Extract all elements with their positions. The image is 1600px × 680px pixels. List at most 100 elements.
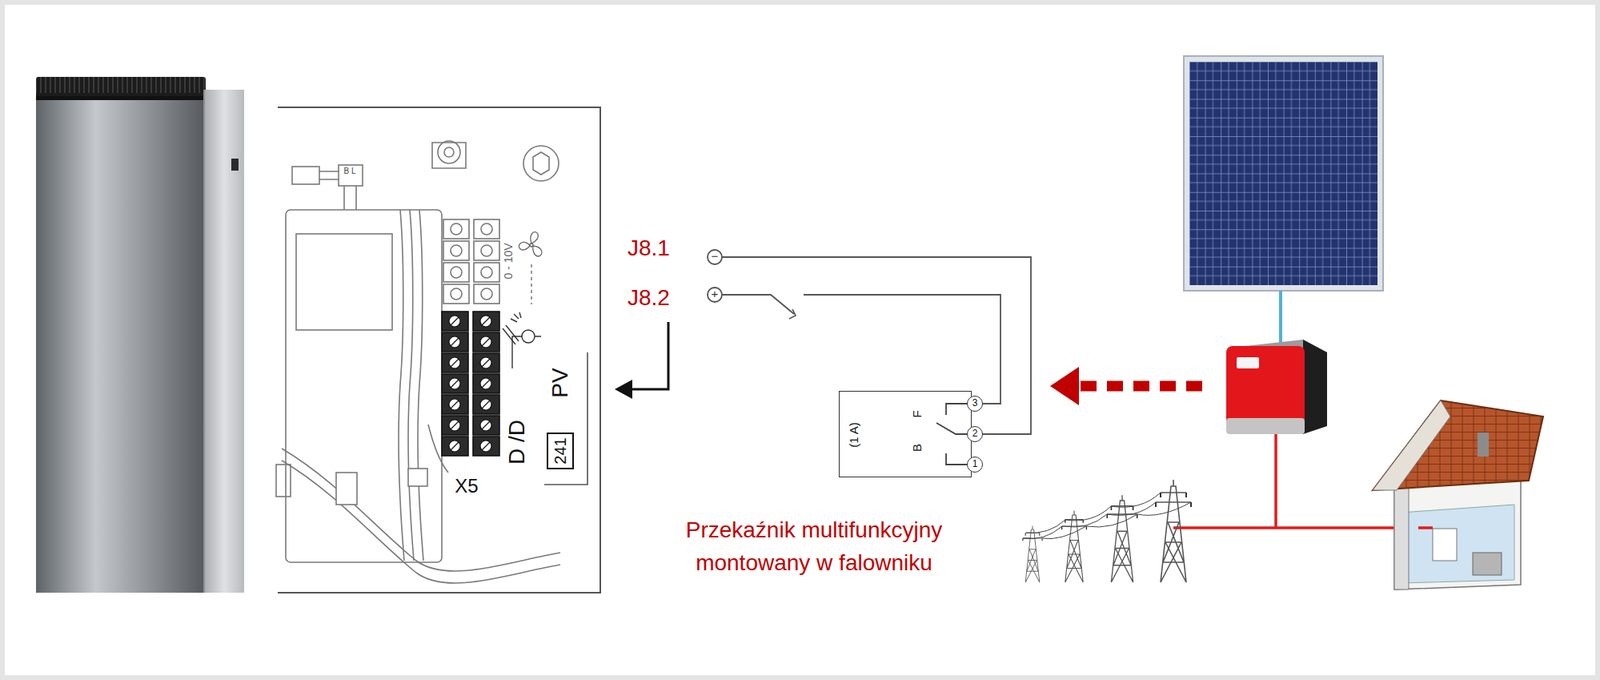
signal-arrow (614, 321, 669, 399)
polarity-sign: − (711, 249, 719, 264)
pin-number: 1 (972, 458, 979, 470)
solar-panel (1183, 56, 1384, 343)
wiring-panel (450, 244, 462, 257)
wiring-panel (432, 142, 466, 169)
wiring-panel (444, 147, 454, 157)
solar-panel (1189, 61, 1378, 285)
pin-name: J8.2 (627, 285, 670, 311)
wiring-panel (450, 266, 462, 278)
polarity-sign: + (711, 287, 719, 301)
wiring-panel (338, 164, 363, 186)
wiring-panel (481, 223, 493, 235)
power-pylons (1062, 509, 1087, 582)
house (1372, 400, 1544, 490)
wiring-panel (473, 240, 500, 261)
wiring-panel (344, 185, 357, 210)
wiring-panel (502, 324, 519, 345)
wiring-panel (530, 232, 538, 244)
wiring-panel (450, 223, 462, 235)
solar-panel (1279, 290, 1283, 343)
relay-wiring (707, 249, 722, 265)
relay-wiring (803, 294, 1001, 404)
solar-panel (1183, 56, 1384, 291)
part-label: B L (343, 166, 356, 176)
node-text: F (910, 409, 925, 418)
wiring-panel (336, 472, 357, 505)
terminal-label: D /D (505, 419, 530, 465)
wiring-panel (443, 240, 470, 261)
water-heater (36, 76, 245, 593)
signal-arrow (614, 379, 633, 399)
wiring-panel (437, 140, 461, 164)
water-heater (36, 94, 206, 593)
power-cables (1173, 525, 1419, 530)
wiring-panel (276, 464, 291, 497)
inverter (1226, 345, 1305, 434)
power-pylons (1106, 494, 1137, 582)
wiring-panel (281, 460, 561, 583)
wiring-panel (450, 288, 462, 300)
wiring-panel (512, 336, 542, 369)
house (1400, 504, 1515, 583)
house (1477, 432, 1489, 457)
control-arrow (1050, 366, 1203, 406)
wiring-panel (417, 209, 424, 561)
terminal-number-box: 241 (546, 432, 574, 470)
inverter (1236, 356, 1260, 369)
wiring-panel (473, 219, 500, 239)
power-pylons (1155, 479, 1191, 582)
wiring-panel (450, 316, 490, 450)
control-arrow (1050, 366, 1079, 406)
relay-wiring (721, 256, 1031, 434)
wiring-panel (510, 312, 522, 322)
wiring-panel (521, 329, 535, 343)
pin-number: 3 (972, 397, 979, 409)
power-cables (1274, 433, 1278, 528)
house (1418, 525, 1433, 530)
inverter (1303, 339, 1328, 434)
pin-number: 2 (972, 428, 979, 439)
node-text: 241 (551, 437, 570, 464)
pin-name: J8.1 (627, 236, 670, 261)
relay-pin: 2 (966, 425, 983, 442)
relay-wiring (721, 294, 794, 314)
terminal-label: PV (548, 367, 574, 397)
wiring-panel (518, 241, 530, 250)
power-pylons (1022, 479, 1191, 582)
wiring-panel (533, 152, 550, 175)
wiring-panel (481, 266, 493, 278)
wiring-panel (443, 284, 470, 304)
wiring-panel (277, 107, 601, 593)
wiring-panel (473, 262, 500, 282)
relay-wiring (707, 249, 1031, 465)
wiring-panel (533, 245, 542, 257)
relay-pin: 3 (966, 395, 983, 412)
wiring-panel (502, 312, 542, 369)
relay-wiring (707, 287, 722, 302)
inverter (1226, 339, 1328, 434)
terminal-block-name: X5 (454, 475, 478, 497)
wiring-panel (281, 448, 561, 571)
wiring-panel (443, 262, 470, 282)
node-text: B (910, 443, 925, 452)
wiring-panel (481, 244, 493, 257)
power-pylons (1022, 525, 1043, 582)
caption-note: Przekaźnik multifunkcyjny montowany w fa… (641, 513, 987, 579)
relay-wiring (789, 308, 796, 319)
house (1394, 478, 1409, 590)
control-arrow (1075, 380, 1203, 392)
water-heater (231, 158, 239, 171)
wiring-panel (408, 209, 414, 561)
signal-arrow (629, 321, 669, 389)
wiring-panel (292, 166, 320, 185)
house (1432, 528, 1457, 561)
wiring-panel (530, 264, 532, 305)
water-heater (203, 89, 205, 593)
house (1472, 552, 1502, 575)
node-text: (1 A) (847, 421, 862, 448)
house (1394, 477, 1521, 590)
relay-wiring (946, 403, 968, 415)
